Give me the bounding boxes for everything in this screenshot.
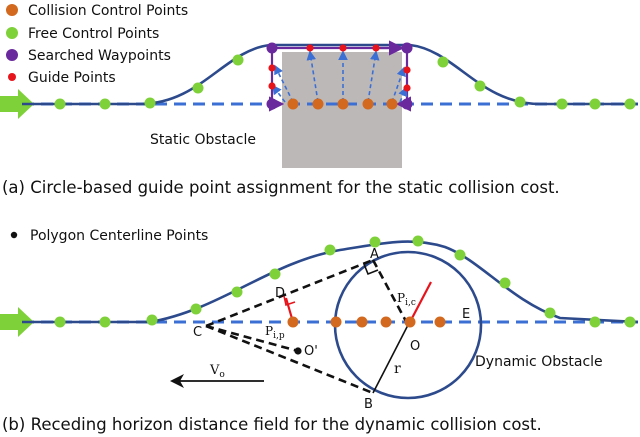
label-p-ip: Pi,p bbox=[265, 324, 285, 341]
right-angle-A bbox=[363, 263, 379, 276]
label-E: E bbox=[462, 307, 470, 322]
label-p-ip-base: P bbox=[265, 324, 273, 338]
label-p-ip-sub: i,p bbox=[273, 331, 285, 341]
guide-points bbox=[268, 44, 411, 92]
label-p-ic-sub: i,c bbox=[405, 298, 416, 308]
radius-line bbox=[372, 324, 409, 394]
label-O-prime: O' bbox=[304, 344, 318, 359]
legend-searched-marker bbox=[6, 49, 18, 61]
free-points-b bbox=[54, 235, 636, 328]
static-obstacle-label: Static Obstacle bbox=[150, 132, 256, 148]
static-obstacle-box bbox=[282, 52, 402, 168]
legend-searched-label: Searched Waypoints bbox=[28, 48, 171, 64]
trajectory-curve-a bbox=[22, 43, 638, 106]
centerline-point-O-prime bbox=[294, 347, 302, 355]
start-arrow-a bbox=[0, 89, 34, 119]
legend-guide-label: Guide Points bbox=[28, 70, 116, 86]
velocity-label-sub: o bbox=[219, 370, 224, 380]
searched-points bbox=[266, 42, 413, 110]
legend-collision-label: Collision Control Points bbox=[28, 3, 188, 19]
label-p-ic-base: P bbox=[397, 291, 405, 305]
label-p-ic: Pi,c bbox=[397, 291, 416, 308]
caption-a: (a) Circle-based guide point assignment … bbox=[2, 178, 560, 197]
legend-collision-marker bbox=[6, 4, 18, 16]
legend-guide-marker bbox=[8, 73, 16, 81]
free-points-a bbox=[54, 54, 636, 110]
legend-free-label: Free Control Points bbox=[28, 26, 159, 42]
label-O: O bbox=[410, 339, 420, 354]
guide-arrows bbox=[272, 50, 408, 103]
distance-line-p-ic bbox=[409, 281, 432, 323]
right-angle-D bbox=[283, 295, 296, 307]
velocity-arrow-head bbox=[170, 374, 184, 388]
label-r: r bbox=[394, 361, 401, 377]
label-C: C bbox=[193, 325, 202, 340]
start-arrow-b bbox=[0, 307, 34, 337]
legend-centerline-label: Polygon Centerline Points bbox=[30, 228, 208, 244]
label-D: D bbox=[275, 286, 285, 301]
collision-points-a bbox=[287, 98, 398, 110]
collision-points-b bbox=[287, 316, 446, 328]
velocity-label-base: V bbox=[209, 363, 220, 378]
legend-free-marker bbox=[6, 27, 18, 39]
caption-b: (b) Receding horizon distance field for … bbox=[2, 415, 542, 434]
velocity-label: Vo bbox=[209, 363, 225, 380]
tangent-lines bbox=[205, 258, 410, 395]
label-A: A bbox=[370, 247, 379, 262]
label-B: B bbox=[364, 397, 373, 412]
legend-centerline-marker bbox=[10, 231, 18, 239]
dynamic-obstacle-label: Dynamic Obstacle bbox=[475, 354, 603, 370]
